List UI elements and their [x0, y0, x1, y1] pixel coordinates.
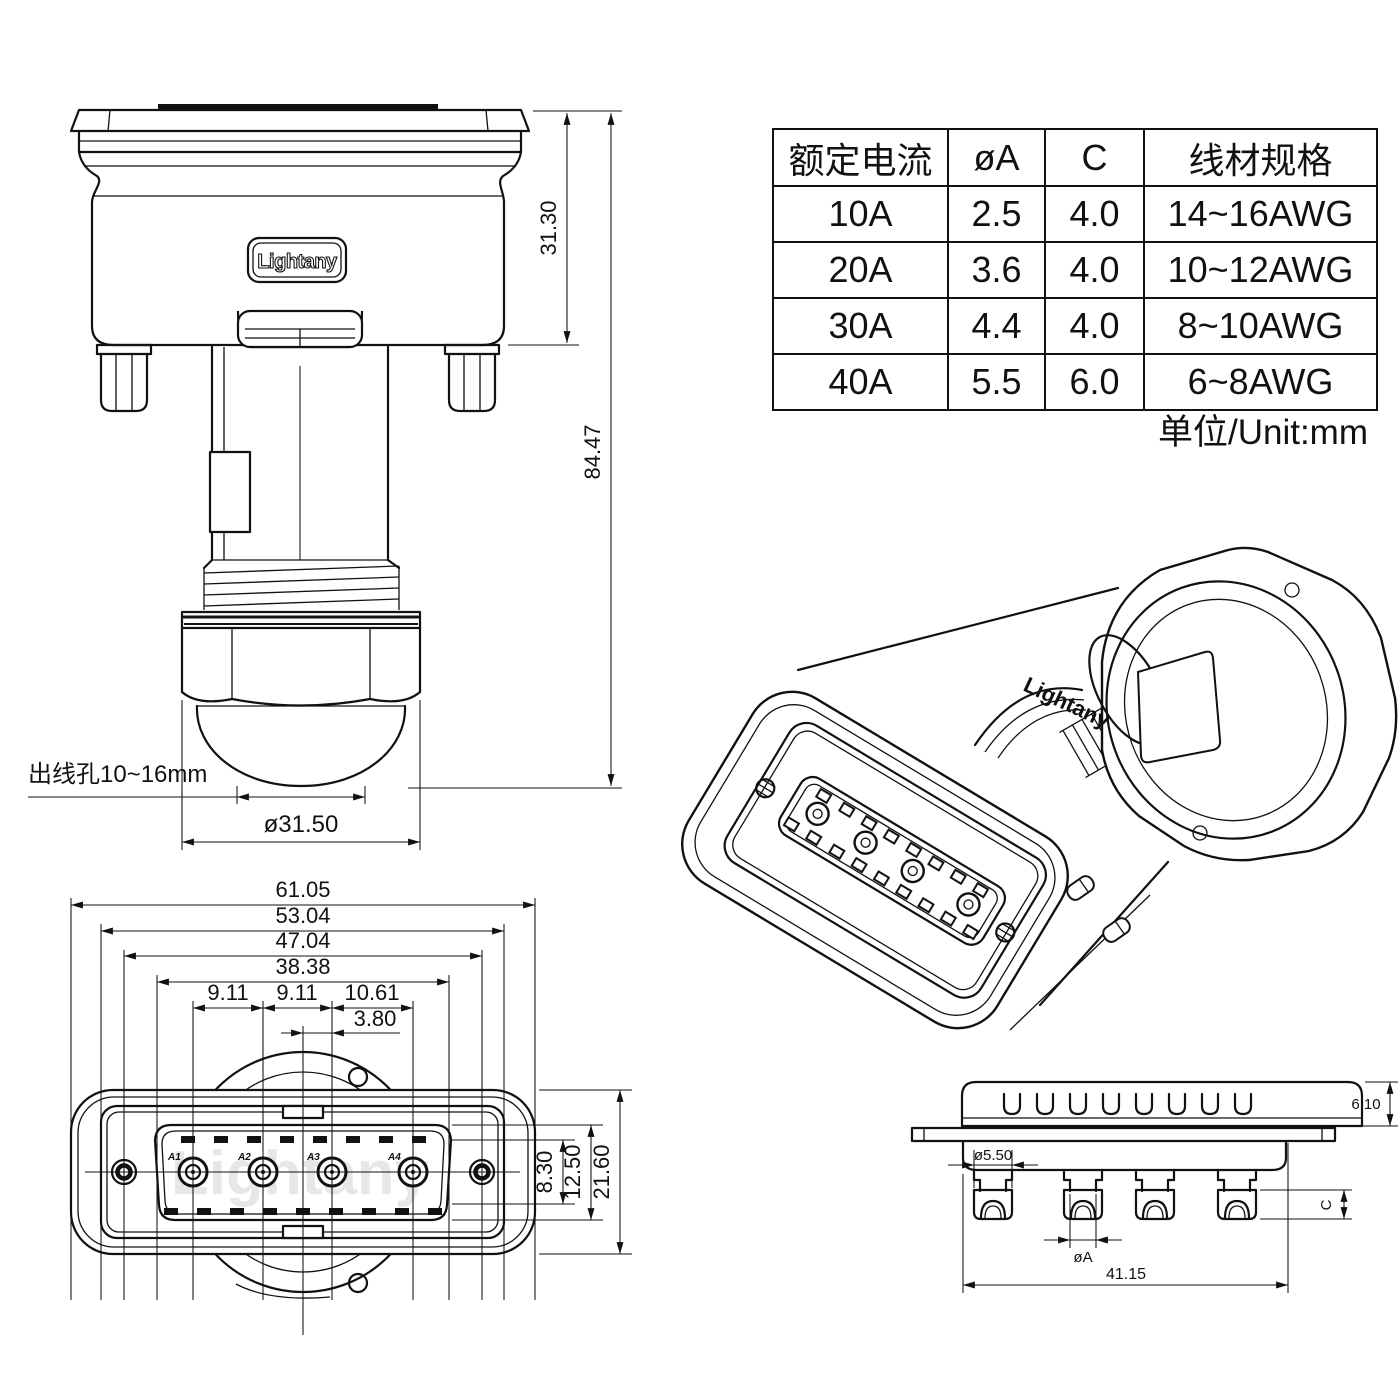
dim-cup-depth-label: C: [1318, 1199, 1335, 1210]
side-view: 6.10 ø5.50 øA C 41.15: [910, 1080, 1398, 1293]
iso-label-patch: [1136, 650, 1222, 764]
face-view: Lightany: [69, 877, 632, 1335]
jackscrew-left: [95, 343, 153, 413]
spec-cell: 4.0: [1044, 185, 1145, 243]
pin-label-a3: A3: [306, 1152, 320, 1163]
stem: [208, 345, 390, 562]
spec-row-40a: 40A 5.5 6.0 6~8AWG: [772, 353, 1378, 411]
pin-label-a4: A4: [387, 1152, 401, 1163]
spec-cell: 3.6: [947, 241, 1046, 299]
gland-arc-bottom: [235, 1283, 331, 1299]
spec-header-row: 额定电流 øA C 线材规格: [772, 128, 1378, 187]
spec-cell: 5.5: [947, 353, 1046, 411]
unit-note: 单位/Unit:mm: [1157, 413, 1368, 452]
face-extension-lines: [70, 898, 536, 1335]
spec-row-30a: 30A 4.4 4.0 8~10AWG: [772, 297, 1378, 355]
spec-header-diameter: øA: [947, 128, 1046, 187]
spec-cell: 6.0: [1044, 353, 1145, 411]
iso-view: Lightany: [681, 546, 1398, 1031]
contact-slots: [1002, 1092, 1253, 1116]
iso-gland: [1088, 546, 1398, 862]
dim-pitch3-label: 10.61: [344, 980, 399, 1005]
spec-header-wire: 线材规格: [1143, 128, 1378, 187]
dim-shell-height-label: 12.50: [560, 1144, 585, 1199]
dim-overall-width-label: 61.05: [275, 877, 330, 902]
front-view: Lightany: [28, 104, 622, 850]
spec-cell: 4.0: [1044, 297, 1145, 355]
pin-label-a2: A2: [237, 1152, 251, 1163]
spec-row-10a: 10A 2.5 4.0 14~16AWG: [772, 185, 1378, 243]
cable-hole-note: 出线孔10~16mm: [28, 761, 207, 788]
dim-overall-height-label: 21.60: [589, 1144, 614, 1199]
side-dimensions: 6.10 ø5.50 øA C 41.15: [948, 1081, 1398, 1293]
spec-cell: 4.4: [947, 297, 1046, 355]
spec-cell: 40A: [772, 353, 949, 411]
spec-cell: 14~16AWG: [1143, 185, 1378, 243]
dim-pitch1-label: 9.11: [207, 980, 248, 1005]
spec-cell: 30A: [772, 297, 949, 355]
spec-cell: 8~10AWG: [1143, 297, 1378, 355]
spec-cell: 2.5: [947, 185, 1046, 243]
dim-upper-height-label: 31.30: [536, 200, 561, 255]
dim-total-height-label: 84.47: [580, 424, 605, 479]
gland-dome: [195, 704, 407, 788]
dim-center-offset-label: 3.80: [354, 1006, 397, 1031]
iso-jackscrew-stubs: [1066, 875, 1131, 943]
brand-badge: Lightany: [246, 236, 348, 284]
spec-cell: 4.0: [1044, 241, 1145, 299]
dim-pin-diameter-label: øA: [1073, 1249, 1092, 1266]
dim-mount-span-label: 47.04: [275, 928, 330, 953]
spec-header-current: 额定电流: [772, 128, 949, 187]
gland-screw-hole-bottom: [347, 1272, 369, 1294]
spec-cell: 6~8AWG: [1143, 353, 1378, 411]
dim-flange-width-label: 53.04: [275, 903, 330, 928]
gland-nut: [180, 610, 422, 707]
front-dimensions: 31.30 84.47 出线孔10~16mm ø31.50: [28, 110, 622, 850]
spec-cell: 10~12AWG: [1143, 241, 1378, 299]
dim-opening-height-label: 8.30: [532, 1151, 557, 1194]
solder-cups: [972, 1168, 1258, 1221]
watermark: Lightany: [171, 1139, 430, 1208]
spec-row-20a: 20A 3.6 4.0 10~12AWG: [772, 241, 1378, 299]
dim-shell-width-label: 38.38: [275, 954, 330, 979]
spec-header-c: C: [1044, 128, 1145, 187]
pin-label-a1: A1: [167, 1152, 181, 1163]
spec-table: 额定电流 øA C 线材规格 10A 2.5 4.0 14~16AWG 20A …: [772, 128, 1378, 411]
dim-cup-diameter-label: ø5.50: [974, 1147, 1012, 1164]
dim-insert-width-label: 41.15: [1106, 1266, 1146, 1283]
brand-badge-label: Lightany: [257, 251, 338, 273]
jackscrew-right: [443, 343, 501, 413]
mount-flange: [910, 1126, 1337, 1143]
latch-tab: [236, 309, 364, 349]
spec-cell: 10A: [772, 185, 949, 243]
gland-screw-hole-top: [347, 1066, 369, 1088]
dim-pitch2-label: 9.11: [276, 980, 317, 1005]
spec-cell: 20A: [772, 241, 949, 299]
dim-shell-depth-label: 6.10: [1351, 1096, 1380, 1113]
dim-gland-diameter-label: ø31.50: [264, 811, 339, 838]
threads: [202, 558, 401, 610]
face-dimensions: 61.05 53.04 47.04 38.38 9.11 9.11 10.61 …: [71, 877, 632, 1255]
iso-hood-face: [681, 690, 1069, 1030]
